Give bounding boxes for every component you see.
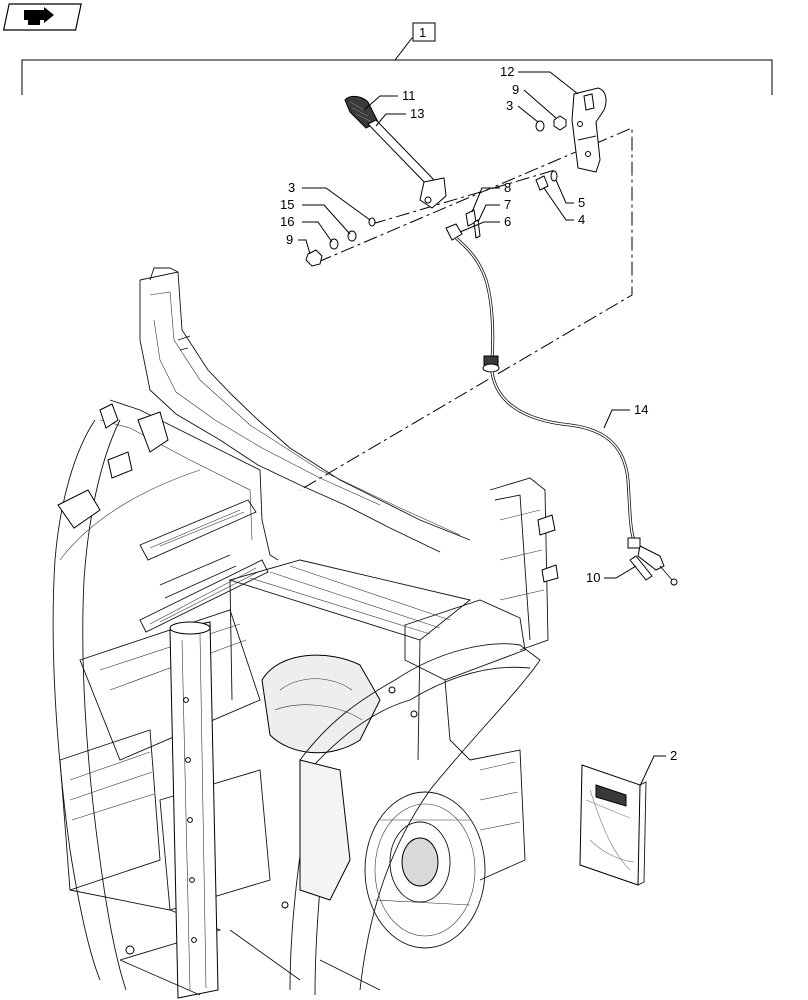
callout-labels: 12 9 3 11 13 3 15 16 9 8 7 6 5 4 14 10 2 [280,64,677,763]
callout-14: 14 [634,402,648,417]
assembly-bracket: 1 [21,22,773,95]
fasteners [305,115,567,267]
callout-3-upper: 3 [506,98,513,113]
front-pillar [169,621,219,999]
callout-13: 13 [410,106,424,121]
next-page-button[interactable] [2,3,82,31]
callout-9-upper: 9 [512,82,519,97]
callout-10: 10 [586,570,600,585]
cab-frame [52,267,559,999]
leader-lines [298,71,666,787]
callout-6: 6 [504,214,511,229]
operator-manual [579,764,647,886]
callout-3-left: 3 [288,180,295,195]
callout-2: 2 [670,748,677,763]
callout-16: 16 [280,214,294,229]
mounting-bracket [571,87,607,173]
callout-5: 5 [578,195,585,210]
callout-11: 11 [402,88,416,103]
assembly-number: 1 [419,25,426,40]
alignment-lines [299,127,633,491]
next-page-arrow-icon [24,7,54,25]
callout-4: 4 [578,212,585,227]
callout-7: 7 [504,197,511,212]
right-fender-arch [289,643,541,996]
callout-8: 8 [504,180,511,195]
callout-12: 12 [500,64,514,79]
rear-hub [364,749,526,949]
callout-9-left: 9 [286,232,293,247]
ribbed-channel [139,499,269,633]
control-cable [445,223,678,586]
callout-15: 15 [280,197,294,212]
hand-lever [344,95,447,209]
